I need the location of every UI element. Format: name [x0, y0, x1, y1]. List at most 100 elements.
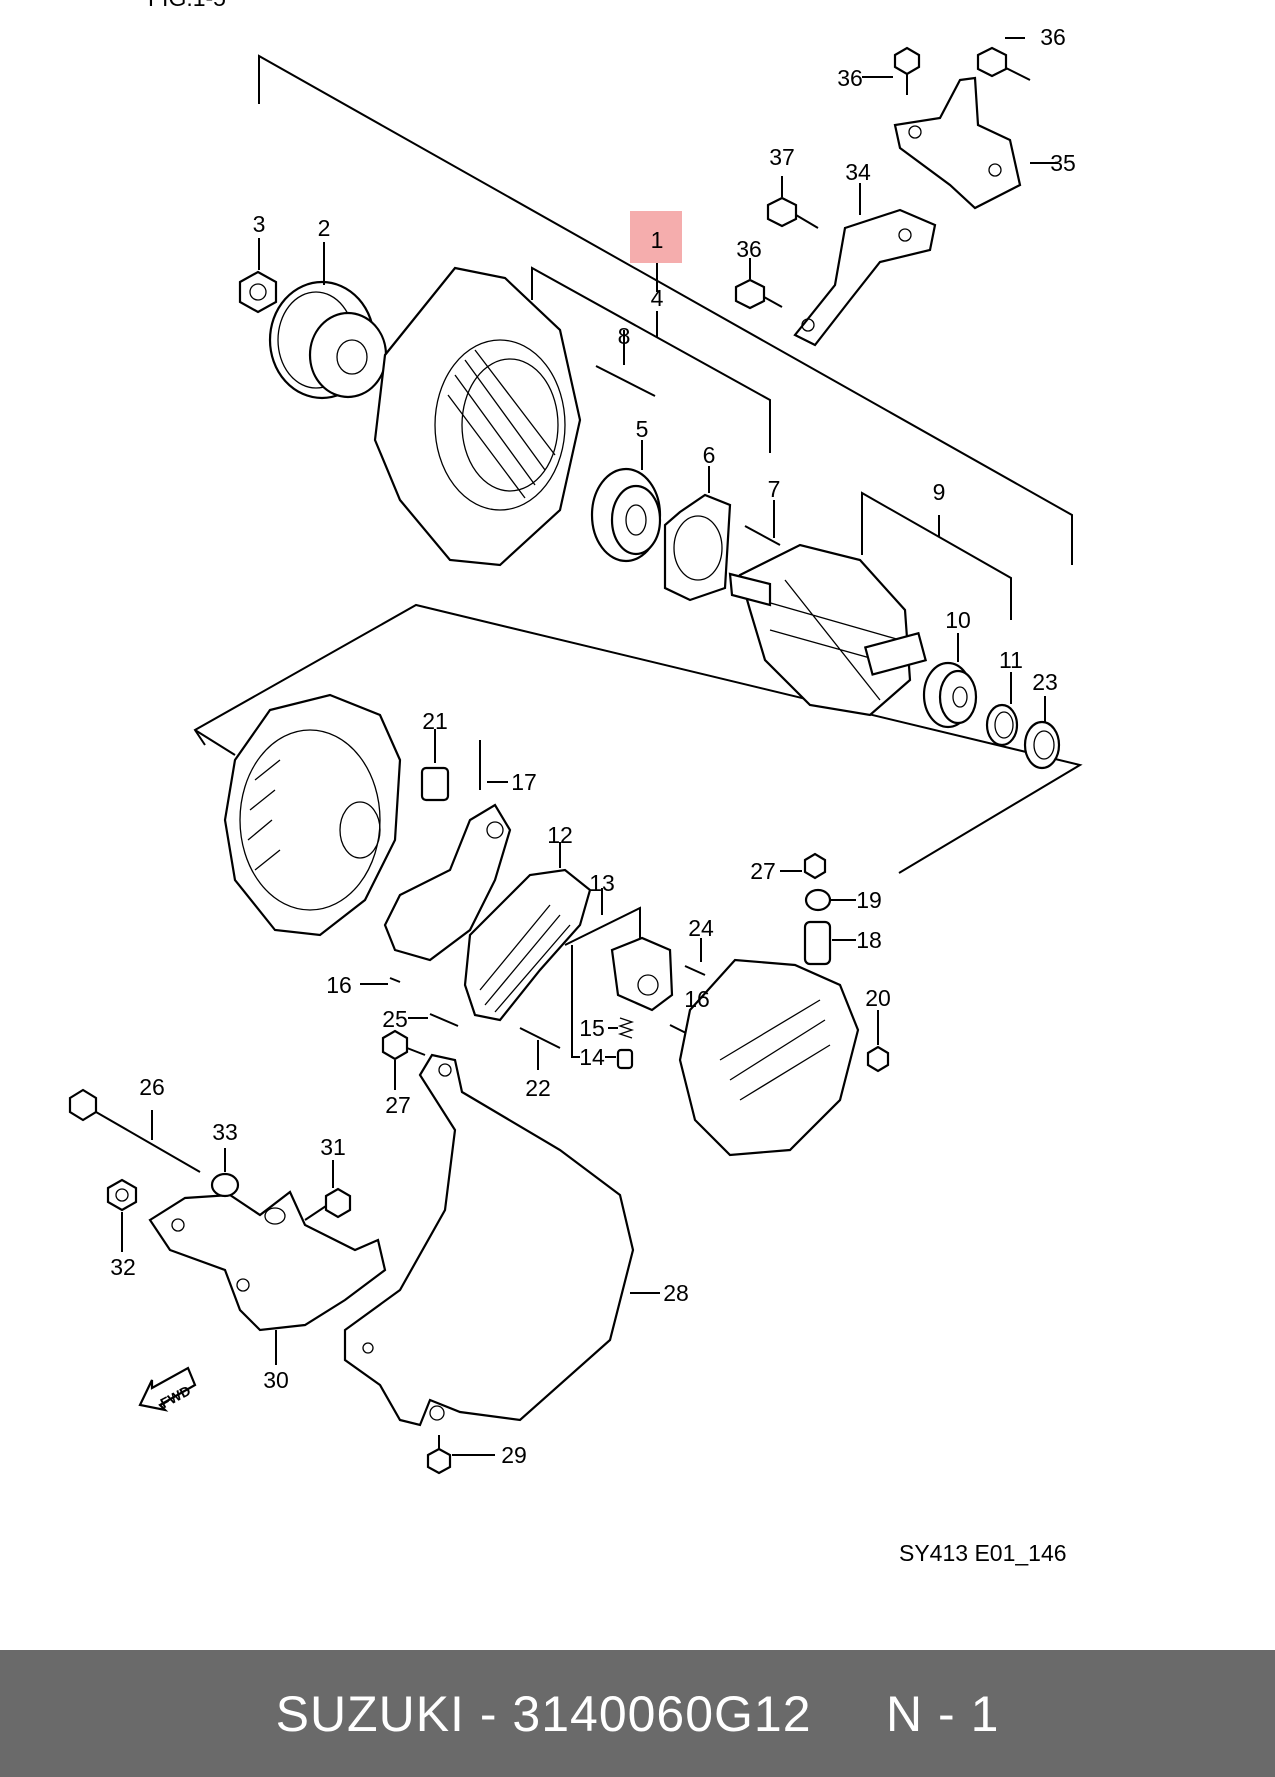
callout-14: 14 — [579, 1044, 605, 1070]
callout-15: 15 — [579, 1015, 605, 1041]
callout-1: 1 — [651, 227, 664, 253]
callout-29: 29 — [501, 1442, 527, 1468]
fwd-arrow-icon: FWD — [138, 1366, 197, 1412]
figure-title: FIG.1-5 — [148, 0, 226, 11]
footer-brand: SUZUKI — [275, 1685, 465, 1742]
rectifier-holder — [383, 803, 512, 962]
heat-shield-part-28 — [343, 1053, 660, 1427]
callout-8: 8 — [618, 323, 631, 349]
callout-33: 33 — [212, 1119, 238, 1145]
spring-part-15 — [608, 1017, 635, 1039]
callout-9: 9 — [933, 479, 946, 505]
callout-32: 32 — [110, 1254, 136, 1280]
callout-34: 34 — [845, 159, 871, 185]
callout-17: 17 — [511, 769, 537, 795]
callout-25: 25 — [382, 1006, 408, 1032]
callout-27a: 27 — [750, 858, 776, 884]
selected-part-highlight — [630, 211, 682, 263]
bolt-part-31 — [304, 1160, 352, 1221]
callout-31: 31 — [320, 1134, 346, 1160]
callout-3: 3 — [253, 211, 266, 237]
callout-19: 19 — [856, 887, 882, 913]
bearing-part-5 — [590, 440, 662, 563]
bolt-part-37 — [766, 176, 819, 229]
nut-part-20 — [866, 1010, 890, 1073]
callout-16b: 16 — [684, 986, 710, 1012]
bolt-part-36-lower — [734, 258, 783, 310]
insulator-part-18 — [803, 920, 856, 966]
callout-26: 26 — [139, 1074, 165, 1100]
rear-cover — [678, 958, 860, 1157]
callout-labels: 1 2 3 4 5 6 7 8 9 10 11 12 13 14 15 16 1… — [110, 24, 1076, 1468]
footer-note: N - 1 — [886, 1685, 1000, 1742]
footer-part-number: 3140060G12 — [512, 1685, 812, 1742]
brush-holder-part-13 — [601, 888, 674, 1012]
callout-23: 23 — [1032, 669, 1058, 695]
rear-assembly-outline — [193, 603, 1083, 874]
bolt-part-36-mid — [862, 46, 921, 95]
rotor-part-9 — [728, 543, 928, 717]
terminal-bolt-part-17 — [479, 740, 508, 790]
callout-22: 22 — [525, 1075, 551, 1101]
drive-end-frame — [373, 266, 582, 567]
screw-part-24 — [684, 938, 706, 976]
callout-6: 6 — [703, 442, 716, 468]
callout-37: 37 — [769, 144, 795, 170]
callout-7: 7 — [768, 476, 781, 502]
footer-part-info: SUZUKI - 3140060G12 N - 1 — [276, 1685, 1000, 1743]
footer-bar: SUZUKI - 3140060G12 N - 1 — [0, 1650, 1275, 1777]
bolt-part-26 — [68, 1088, 201, 1173]
bolt-part-29 — [426, 1435, 495, 1475]
nut-part-32 — [106, 1178, 138, 1252]
washer-part-19 — [804, 888, 856, 912]
retainer-plate-part-6 — [663, 466, 732, 602]
callout-35: 35 — [1050, 150, 1076, 176]
screw-part-25 — [408, 1013, 459, 1027]
bearing-cover-part-11 — [985, 672, 1019, 747]
insulator-part-21 — [420, 729, 450, 802]
callout-4: 4 — [651, 285, 664, 311]
regulator-part-12 — [463, 842, 592, 1022]
bearing-part-10 — [922, 633, 978, 729]
callout-18: 18 — [856, 927, 882, 953]
nut-part-27-upper — [780, 852, 827, 880]
bolt-part-8 — [595, 330, 656, 397]
callout-13: 13 — [589, 870, 615, 896]
assembly-1-bracket — [258, 54, 1073, 565]
footer-spacer — [812, 1686, 886, 1742]
rear-end-frame — [223, 693, 402, 937]
assembly-13-bracket — [564, 906, 641, 1058]
callout-28: 28 — [663, 1280, 689, 1306]
callout-2: 2 — [318, 215, 331, 241]
callout-36c: 36 — [736, 236, 762, 262]
brush-part-14 — [605, 1048, 634, 1070]
callout-21: 21 — [422, 708, 448, 734]
callout-10: 10 — [945, 607, 971, 633]
washer-part-23 — [1023, 696, 1061, 770]
callout-27b: 27 — [385, 1092, 411, 1118]
callout-16a: 16 — [326, 972, 352, 998]
screw-part-7 — [744, 500, 781, 546]
callout-30: 30 — [263, 1367, 289, 1393]
assembly-9-bracket — [861, 491, 1012, 620]
bracket-part-34 — [793, 183, 937, 347]
drawing-reference-code: SY413 E01_146 — [899, 1540, 1067, 1566]
screw-part-16-left — [360, 977, 401, 985]
callout-36a: 36 — [837, 65, 863, 91]
assembly-4-bracket — [531, 266, 771, 453]
exploded-parts-diagram: FIG.1-5 — [68, 0, 1083, 1475]
callout-5: 5 — [636, 416, 649, 442]
nut-part-3 — [238, 238, 278, 314]
footer-separator: - — [464, 1685, 513, 1742]
bolt-part-27-lower — [381, 1029, 426, 1090]
callout-11: 11 — [999, 647, 1023, 673]
pulley-part-2 — [268, 242, 388, 400]
callout-12: 12 — [547, 822, 573, 848]
callout-20: 20 — [865, 985, 891, 1011]
callout-36b: 36 — [1040, 24, 1066, 50]
bracket-part-35 — [893, 76, 1058, 210]
collar-part-33 — [210, 1148, 240, 1198]
callout-24: 24 — [688, 915, 714, 941]
bolt-part-36-top — [976, 37, 1031, 81]
mounting-bracket-part-30 — [148, 1190, 387, 1365]
